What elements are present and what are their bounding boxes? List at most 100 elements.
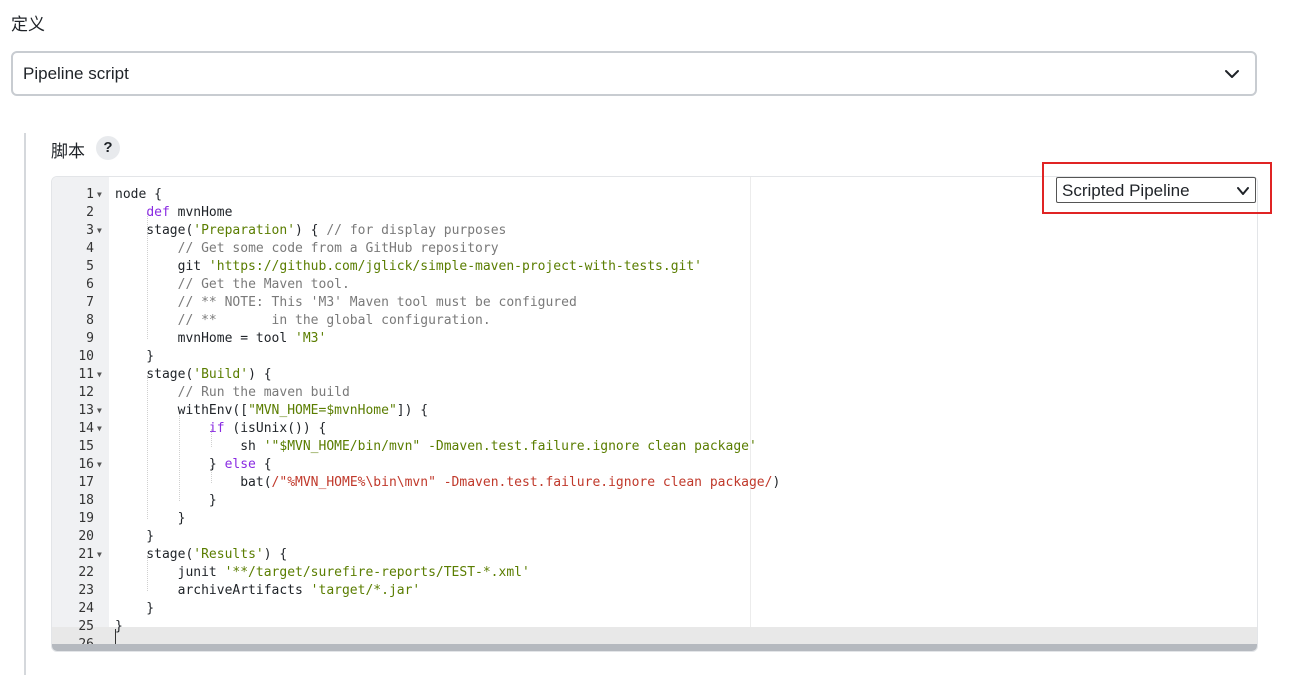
- definition-select[interactable]: Pipeline script: [11, 51, 1257, 96]
- code-text: // Get some code from a GitHub repositor…: [115, 240, 499, 258]
- code-token: // for display purposes: [326, 223, 507, 238]
- code-token: /"%MVN_HOME%\bin\mvn" -Dmaven.test.failu…: [271, 475, 773, 490]
- fold-arrow-icon[interactable]: ▼: [97, 370, 102, 379]
- code-token: withEnv([: [115, 403, 249, 418]
- code-token: // Run the maven build: [177, 385, 350, 400]
- indent-guide: [211, 465, 212, 483]
- code-token: node {: [115, 187, 162, 202]
- code-text: // ** NOTE: This 'M3' Maven tool must be…: [115, 294, 577, 312]
- code-line[interactable]: 22 junit '**/target/surefire-reports/TES…: [52, 564, 1257, 582]
- code-line[interactable]: 23 archiveArtifacts 'target/*.jar': [52, 582, 1257, 600]
- code-line[interactable]: 9 mvnHome = tool 'M3': [52, 330, 1257, 348]
- code-line[interactable]: 10 }: [52, 348, 1257, 366]
- code-line[interactable]: 4 // Get some code from a GitHub reposit…: [52, 240, 1257, 258]
- line-number: 7: [86, 295, 94, 310]
- code-line[interactable]: 20 }: [52, 528, 1257, 546]
- code-line[interactable]: 11▼ stage('Build') {: [52, 366, 1257, 384]
- code-token: def: [146, 205, 170, 220]
- code-text: }: [115, 492, 217, 510]
- fold-arrow-icon[interactable]: ▼: [97, 550, 102, 559]
- editor-gutter: [52, 177, 109, 651]
- line-number: 4: [86, 241, 94, 256]
- code-text: }: [115, 510, 186, 528]
- code-text: } else {: [115, 456, 272, 474]
- code-line[interactable]: 17 bat(/"%MVN_HOME%\bin\mvn" -Dmaven.tes…: [52, 474, 1257, 492]
- code-text: def mvnHome: [115, 204, 232, 222]
- code-token: [115, 241, 178, 256]
- line-number: 14: [78, 421, 94, 436]
- code-line[interactable]: 1▼node {: [52, 186, 1257, 204]
- fold-arrow-icon[interactable]: ▼: [97, 424, 102, 433]
- print-margin: [750, 177, 751, 627]
- code-token: ]) {: [396, 403, 429, 418]
- code-token: 'Preparation': [193, 223, 296, 238]
- code-token: if: [208, 421, 225, 436]
- code-token: // Get the Maven tool.: [177, 277, 350, 292]
- code-token: '"$MVN_HOME/bin/mvn" -Dmaven.test.failur…: [263, 439, 757, 454]
- code-token: [115, 295, 178, 310]
- code-token: // Get some code from a GitHub repositor…: [177, 241, 499, 256]
- code-text: node {: [115, 186, 162, 204]
- code-text: archiveArtifacts 'target/*.jar': [115, 582, 421, 600]
- indent-guide: [147, 555, 148, 591]
- code-line[interactable]: 19 }: [52, 510, 1257, 528]
- code-token: [115, 385, 178, 400]
- indent-guide: [211, 429, 212, 447]
- code-line[interactable]: 5 git 'https://github.com/jglick/simple-…: [52, 258, 1257, 276]
- code-token: [115, 313, 178, 328]
- code-text: if (isUnix()) {: [115, 420, 326, 438]
- code-token: 'https://github.com/jglick/simple-maven-…: [208, 259, 703, 274]
- fold-arrow-icon[interactable]: ▼: [97, 406, 102, 415]
- code-token: {: [255, 457, 272, 472]
- code-line[interactable]: 12 // Run the maven build: [52, 384, 1257, 402]
- code-text: }: [115, 618, 123, 636]
- code-text: junit '**/target/surefire-reports/TEST-*…: [115, 564, 530, 582]
- text-cursor: [115, 629, 116, 644]
- sample-pipeline-value: Scripted Pipeline: [1062, 181, 1190, 200]
- line-number: 2: [86, 205, 94, 220]
- definition-select-value: Pipeline script: [23, 64, 129, 83]
- code-line[interactable]: 3▼ stage('Preparation') { // for display…: [52, 222, 1257, 240]
- code-token: }: [115, 619, 123, 634]
- code-token: ) {: [263, 547, 288, 562]
- code-token: '**/target/surefire-reports/TEST-*.xml': [224, 565, 530, 580]
- code-text: sh '"$MVN_HOME/bin/mvn" -Dmaven.test.fai…: [115, 438, 757, 456]
- definition-label: 定义: [11, 15, 45, 35]
- sample-pipeline-select[interactable]: Scripted Pipeline: [1056, 177, 1256, 203]
- code-line[interactable]: 18 }: [52, 492, 1257, 510]
- code-line[interactable]: 7 // ** NOTE: This 'M3' Maven tool must …: [52, 294, 1257, 312]
- code-token: junit: [115, 565, 225, 580]
- fold-arrow-icon[interactable]: ▼: [97, 226, 102, 235]
- code-token: bat(: [115, 475, 272, 490]
- line-number: 9: [86, 331, 94, 346]
- code-line[interactable]: 14▼ if (isUnix()) {: [52, 420, 1257, 438]
- fold-arrow-icon[interactable]: ▼: [97, 460, 102, 469]
- line-number: 17: [78, 475, 94, 490]
- code-line[interactable]: 8 // ** in the global configuration.: [52, 312, 1257, 330]
- code-text: stage('Build') {: [115, 366, 271, 384]
- chevron-down-icon: [1225, 70, 1239, 78]
- code-line[interactable]: 25}: [52, 618, 1257, 636]
- line-number: 12: [78, 385, 94, 400]
- code-token: [115, 421, 209, 436]
- highlight-box: [1042, 162, 1272, 214]
- line-number: 5: [86, 259, 94, 274]
- line-number: 3: [86, 223, 94, 238]
- code-line[interactable]: 13▼ withEnv(["MVN_HOME=$mvnHome"]) {: [52, 402, 1257, 420]
- code-line[interactable]: 16▼ } else {: [52, 456, 1257, 474]
- code-line[interactable]: 6 // Get the Maven tool.: [52, 276, 1257, 294]
- code-line[interactable]: 15 sh '"$MVN_HOME/bin/mvn" -Dmaven.test.…: [52, 438, 1257, 456]
- fold-arrow-icon[interactable]: ▼: [97, 190, 102, 199]
- help-icon[interactable]: ?: [96, 136, 120, 160]
- code-text: stage('Results') {: [115, 546, 287, 564]
- editor-resize-bar[interactable]: [52, 644, 1257, 651]
- code-line[interactable]: 2 def mvnHome: [52, 204, 1257, 222]
- code-line[interactable]: 24 }: [52, 600, 1257, 618]
- code-token: ): [772, 475, 781, 490]
- code-token: }: [115, 511, 186, 526]
- code-token: }: [115, 601, 155, 616]
- code-line[interactable]: 21▼ stage('Results') {: [52, 546, 1257, 564]
- code-token: [115, 277, 178, 292]
- code-token: stage(: [115, 223, 194, 238]
